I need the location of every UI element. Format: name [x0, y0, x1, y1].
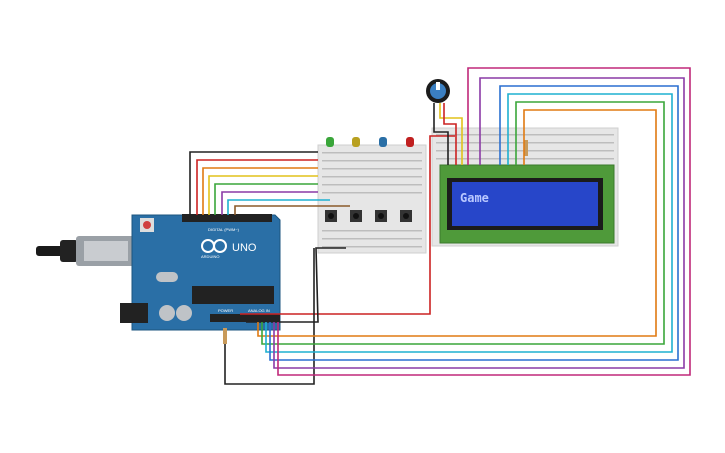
arduino-uno-board[interactable]: UNO ARDUINO DIGITAL (PWM~) ANALOG IN POW… — [120, 214, 281, 331]
wires — [189, 67, 691, 385]
push-button[interactable] — [325, 210, 337, 222]
resistor — [223, 328, 227, 344]
led-red[interactable] — [406, 137, 414, 147]
board-model-label: UNO — [232, 242, 257, 254]
push-button[interactable] — [350, 210, 362, 222]
push-button[interactable] — [400, 210, 412, 222]
analog-pins-label: ANALOG IN — [248, 308, 270, 313]
led-yellow[interactable] — [352, 137, 360, 147]
potentiometer-knob-icon[interactable] — [426, 79, 450, 103]
led-blue[interactable] — [379, 137, 387, 147]
power-pins-label: POWER — [218, 308, 233, 313]
digital-pins-label: DIGITAL (PWM~) — [208, 227, 240, 232]
lcd-screen — [452, 182, 598, 226]
lcd-text: Game — [460, 191, 489, 205]
lcd-module[interactable]: Game — [439, 164, 615, 244]
led-green[interactable] — [326, 137, 334, 147]
arduino-logo-icon — [201, 239, 227, 253]
resistor — [524, 140, 528, 156]
board-brand-label: ARDUINO — [201, 254, 219, 259]
breadboard-small[interactable] — [317, 144, 427, 254]
usb-cable — [36, 236, 136, 266]
push-button[interactable] — [375, 210, 387, 222]
